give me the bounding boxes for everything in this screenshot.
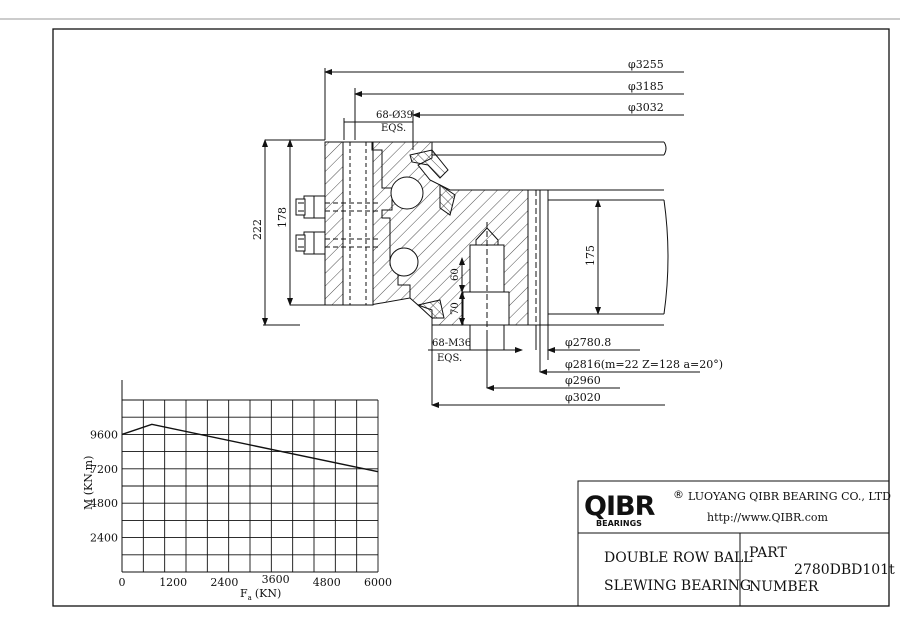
dim-hole-top: 68-Ø39: [376, 110, 413, 121]
dim-eqs-top: EQS.: [381, 123, 406, 134]
y-tick-label: 7200: [90, 463, 118, 476]
part-label-line1: PART: [749, 545, 788, 561]
x-tick-label: 0: [119, 576, 126, 589]
part-label-line2: NUMBER: [749, 579, 819, 595]
dim-3032: φ3032: [628, 101, 664, 114]
x-tick-labels: 0 1200 2400 3600 4800 6000: [119, 573, 393, 589]
product-desc-line1: DOUBLE ROW BALL: [604, 550, 753, 566]
part-number: 2780DBD101t: [794, 562, 895, 578]
load-chart: 0 1200 2400 3600 4800 6000 9600 7200 4800 2400 F…: [82, 380, 392, 602]
company-name: LUOYANG QIBR BEARING CO., LTD: [688, 490, 891, 503]
logo: QIBR: [584, 491, 656, 522]
drawing-frame: [52, 28, 890, 607]
registered-mark: ®: [673, 488, 684, 501]
x-tick-label: 1200: [159, 576, 187, 589]
dim-eqs-bottom: EQS.: [437, 353, 462, 364]
x-tick-label: 6000: [364, 576, 392, 589]
dim-hole-bottom: 68-M36: [432, 338, 471, 349]
bearing-section: [262, 68, 700, 408]
x-tick-label: 2400: [210, 576, 238, 589]
dim-3185: φ3185: [628, 80, 664, 93]
chart-grid: [121, 399, 379, 573]
dim-2960: φ2960: [565, 374, 601, 387]
y-tick-labels: 9600 7200 4800 2400: [90, 428, 118, 544]
dim-175: 175: [584, 245, 597, 266]
product-desc-line2: SLEWING BEARING: [604, 578, 751, 594]
dim-2780: φ2780.8: [565, 336, 611, 349]
dim-3255: φ3255: [628, 58, 664, 71]
dim-70: 70: [450, 302, 461, 315]
dim-60: 60: [450, 268, 461, 281]
dim-3020: φ3020: [565, 391, 601, 404]
dim-222: 222: [251, 219, 264, 240]
x-tick-label: 4800: [313, 576, 341, 589]
y-tick-label: 4800: [90, 497, 118, 510]
dim-2816: φ2816(m=22 Z=128 a=20°): [565, 358, 723, 371]
title-block: [577, 480, 890, 607]
y-tick-label: 2400: [90, 532, 118, 545]
company-website: http://www.QIBR.com: [707, 511, 829, 524]
dim-178: 178: [276, 207, 289, 228]
logo-sub: BEARINGS: [596, 519, 642, 528]
x-tick-label: 3600: [262, 573, 290, 586]
chart-xlabel: Fa(KN): [240, 587, 281, 602]
chart-ylabel: M (KN.m): [82, 456, 95, 510]
y-tick-label: 9600: [90, 428, 118, 441]
load-curve: [121, 423, 379, 473]
